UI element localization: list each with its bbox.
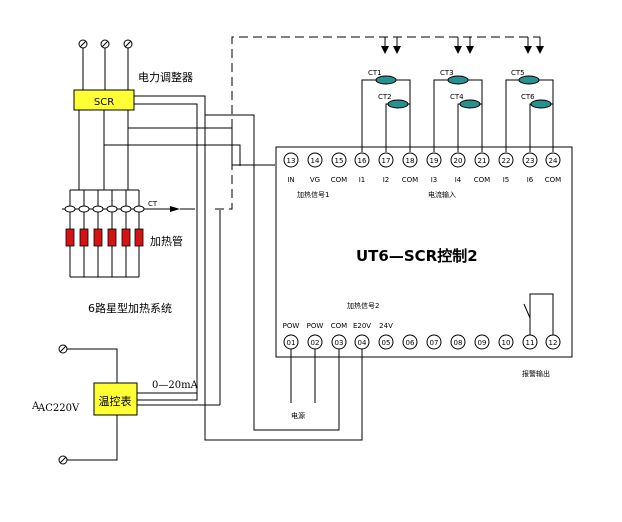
heater-element xyxy=(79,228,89,247)
terminal-18-num: 18 xyxy=(406,157,415,165)
terminal-11-num: 11 xyxy=(526,339,535,347)
ct4-label: CT4 xyxy=(450,93,464,101)
terminal-20-name: I4 xyxy=(455,176,462,184)
terminal-04-num: 04 xyxy=(358,339,367,347)
signal-label: 0—20mA xyxy=(152,380,199,391)
heater-array xyxy=(62,190,148,278)
ct-group-1: CT1 CT2 xyxy=(361,69,411,152)
terminal-05-num: 05 xyxy=(382,339,391,347)
ut6-module xyxy=(275,146,573,358)
heater-element xyxy=(134,228,144,247)
ct-arrows xyxy=(381,37,544,54)
heater-element xyxy=(93,228,103,247)
power-supply-label: 电源 xyxy=(291,411,305,420)
terminal-05-name: 24V xyxy=(379,322,393,330)
ct-group-3: CT5 CT6 xyxy=(505,69,554,152)
terminal-19-name: I3 xyxy=(431,176,438,184)
terminal-16-name: I1 xyxy=(359,176,366,184)
terminal-22-num: 22 xyxy=(502,157,511,165)
terminal-02-num: 02 xyxy=(311,339,320,347)
ct-label: CT xyxy=(148,200,158,208)
ct5-label: CT5 xyxy=(511,69,525,77)
terminal-22-name: I5 xyxy=(503,176,510,184)
heater-pipe-label: 加热管 xyxy=(150,234,183,248)
terminal-02-name: POW xyxy=(307,322,324,330)
ac-supply-label: AC220V xyxy=(37,403,80,414)
terminal-21-num: 21 xyxy=(478,157,487,165)
alarm-contact xyxy=(529,293,554,335)
terminal-01-num: 01 xyxy=(287,339,296,347)
ct2-label: CT2 xyxy=(378,93,392,101)
terminal-10-num: 10 xyxy=(502,339,511,347)
phase-terminals xyxy=(78,39,133,49)
terminal-14-name: VG xyxy=(310,176,320,184)
heater-element xyxy=(121,228,131,247)
scr-label: SCR xyxy=(94,97,114,108)
terminal-07-num: 07 xyxy=(430,339,439,347)
terminal-24-num: 24 xyxy=(549,157,558,165)
terminal-23-name: I6 xyxy=(527,176,534,184)
alarm-output-label: 报警输出 xyxy=(522,369,550,378)
power-regulator-label: 电力调整器 xyxy=(138,70,193,84)
terminal-24-name: COM xyxy=(545,176,561,184)
terminal-12-num: 12 xyxy=(549,339,558,347)
arrow-icon xyxy=(170,206,180,212)
terminal-04-name: E20V xyxy=(353,322,371,330)
ac-prefix: A xyxy=(31,401,40,412)
thermostat-label: 温控表 xyxy=(99,394,132,408)
terminal-16-num: 16 xyxy=(358,157,367,165)
current-input-label: 电流输入 xyxy=(428,190,456,199)
terminal-19-num: 19 xyxy=(430,157,439,165)
terminal-21-name: COM xyxy=(474,176,490,184)
ct1-label: CT1 xyxy=(368,69,382,77)
thermostat-box xyxy=(93,382,138,416)
terminal-09-num: 09 xyxy=(478,339,487,347)
terminal-14-num: 14 xyxy=(311,157,320,165)
module-title: UT6—SCR控制2 xyxy=(356,247,478,265)
heater-element xyxy=(107,228,117,247)
terminal-03-name: COM xyxy=(331,322,347,330)
terminal-18-name: COM xyxy=(402,176,418,184)
terminal-17-name: I2 xyxy=(383,176,390,184)
heater-element xyxy=(65,228,75,247)
terminal-08-num: 08 xyxy=(454,339,463,347)
terminal-03-num: 03 xyxy=(335,339,344,347)
top-terminal-row: 13 IN 14 VG 15 COM 16 I1 17 I2 18 COM 19… xyxy=(283,152,561,184)
heating-signal-1-label: 加热信号1 xyxy=(297,190,329,199)
terminal-06-num: 06 xyxy=(406,339,415,347)
terminal-13-name: IN xyxy=(287,176,294,184)
thermostat-section: 温控表 A AC220V 0—20mA xyxy=(31,344,199,465)
terminal-20-num: 20 xyxy=(454,157,463,165)
ct3-label: CT3 xyxy=(440,69,454,77)
terminal-01-name: POW xyxy=(283,322,300,330)
heating-signal-2-label: 加热信号2 xyxy=(347,301,379,310)
terminal-15-num: 15 xyxy=(335,157,344,165)
terminal-23-num: 23 xyxy=(526,157,535,165)
ct6-label: CT6 xyxy=(521,93,535,101)
terminal-13-num: 13 xyxy=(287,157,296,165)
terminal-17-num: 17 xyxy=(382,157,391,165)
terminal-15-name: COM xyxy=(331,176,347,184)
ct-group-2: CT3 CT4 xyxy=(433,69,483,152)
system-name-label: 6路星型加热系统 xyxy=(88,301,172,315)
